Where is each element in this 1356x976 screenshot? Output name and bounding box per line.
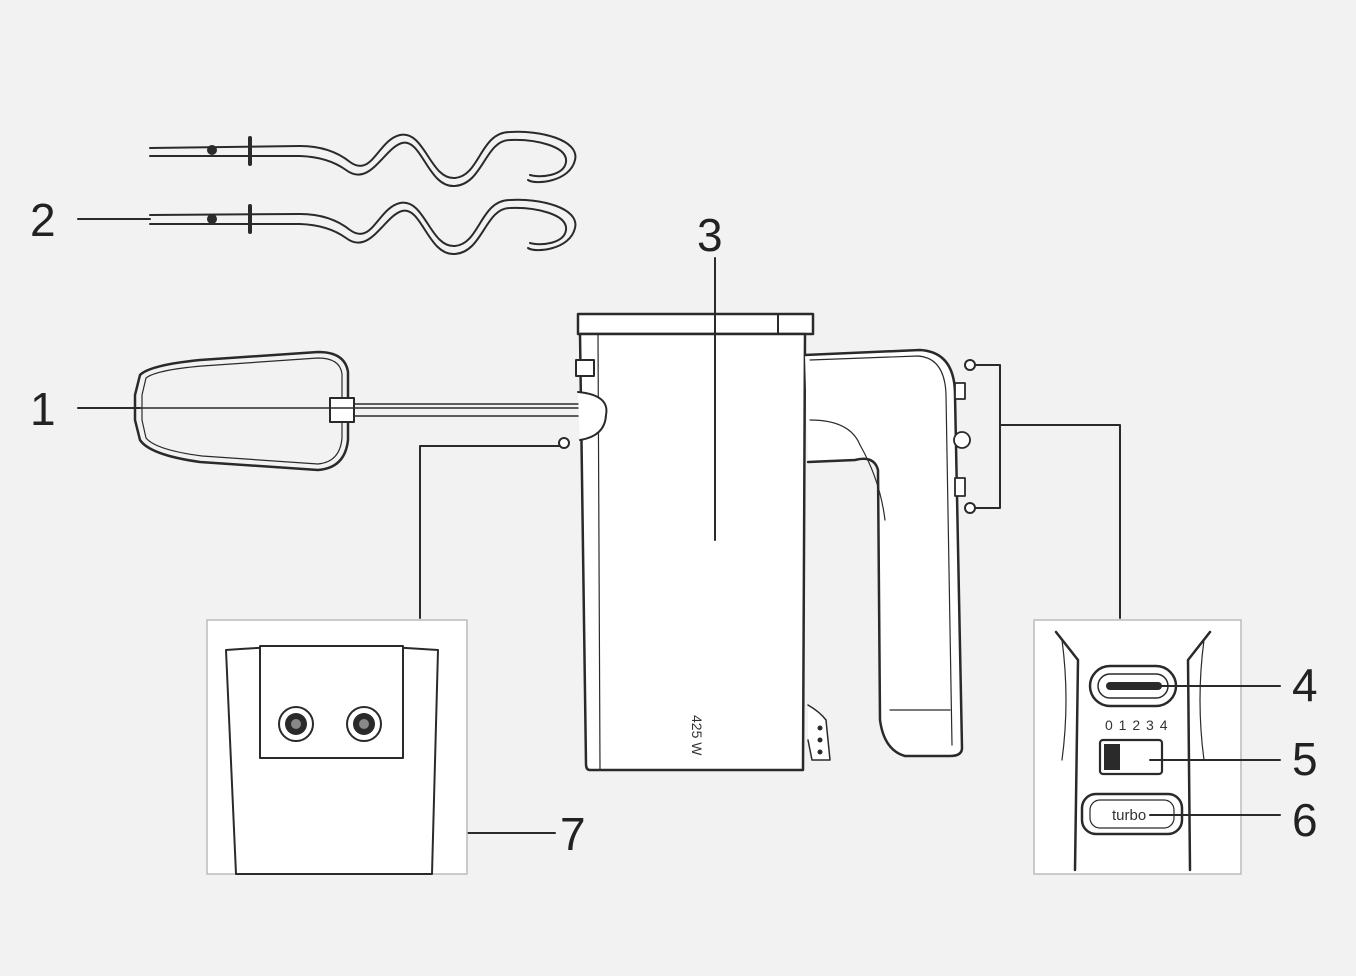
socket-inset [206,619,468,875]
callout-2: 2 [30,194,56,246]
callout-7: 7 [560,808,586,860]
wattage-marking: 425 W [689,715,705,756]
dough-hook-lower [149,198,577,256]
callout-1: 1 [30,383,56,435]
beater-socket-left [278,706,314,742]
callout-5: 5 [1292,733,1318,785]
controls-inset: 0 1 2 3 4 turbo [1033,619,1281,875]
leader-7-connector [419,437,570,834]
callout-6: 6 [1292,794,1318,846]
beater-socket-right [346,706,382,742]
callout-4: 4 [1292,659,1318,711]
callout-3: 3 [697,209,723,261]
leader-controls-connector [964,359,1121,619]
turbo-button: turbo [1080,792,1184,836]
dough-hooks [77,130,577,256]
turbo-label: turbo [1112,807,1146,824]
beater [77,350,579,472]
speed-switch [1098,738,1164,776]
dough-hook-upper [149,130,577,188]
mixer-body: 425 W [575,257,971,772]
speed-scale-label: 0 1 2 3 4 [1105,717,1169,733]
